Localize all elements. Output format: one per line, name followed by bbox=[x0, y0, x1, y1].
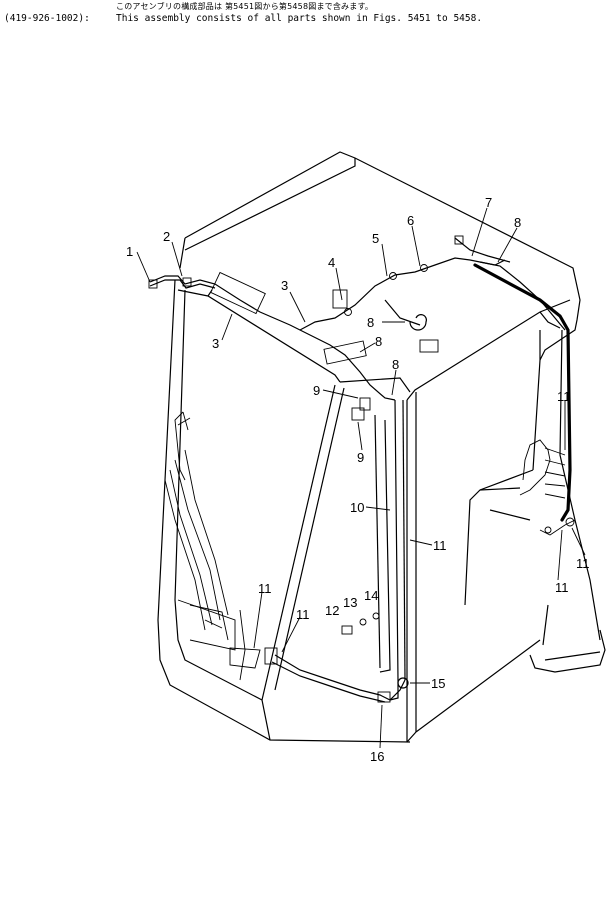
callout-8: 8 bbox=[392, 357, 399, 372]
callout-12: 10 bbox=[350, 500, 364, 515]
callout-3: 1 bbox=[126, 244, 133, 259]
callout-3: 9 bbox=[357, 450, 364, 465]
wire-harness bbox=[149, 237, 576, 703]
callout-4: 8 bbox=[514, 215, 521, 230]
cab-body bbox=[157, 151, 606, 743]
callout-8: 6 bbox=[407, 213, 414, 228]
callout-5: 11 bbox=[555, 580, 569, 595]
callout-11: 3 bbox=[212, 336, 219, 351]
connectors bbox=[148, 235, 575, 703]
callout-15: 14 bbox=[364, 588, 378, 603]
callout-9: 2 bbox=[163, 229, 170, 244]
leader-lines bbox=[136, 207, 586, 749]
part-number: (419-926-1002): bbox=[4, 13, 90, 24]
callout-2: 11 bbox=[258, 581, 272, 596]
wiper-assembly bbox=[164, 411, 261, 681]
callout-13: 12 bbox=[325, 603, 339, 618]
callout-16: 15 bbox=[431, 676, 445, 691]
callout-labels: 1 2 3 3 4 5 6 7 8 8 8 8 9 9 10 11 11 11 … bbox=[126, 195, 590, 764]
callout-8: 4 bbox=[328, 255, 335, 270]
callout-11: 16 bbox=[370, 749, 384, 764]
callout-11: 8 bbox=[375, 334, 382, 349]
callout-11: 5 bbox=[372, 231, 379, 246]
callout-9: 9 bbox=[313, 383, 320, 398]
callout-8: 11 bbox=[296, 607, 310, 622]
callout-7: 11 bbox=[557, 389, 571, 404]
assembly-note: This assembly consists of all parts show… bbox=[116, 13, 483, 24]
callout-11: 8 bbox=[367, 315, 374, 330]
callout-11: 3 bbox=[281, 278, 288, 293]
callout-10: 11 bbox=[576, 556, 590, 571]
callout-14: 13 bbox=[343, 595, 357, 610]
callout-6: 7 bbox=[485, 195, 492, 210]
callout-1: 11 bbox=[433, 538, 447, 553]
japanese-note: このアセンブリの構成部品は 第5451図から第5458図まで含みます。 bbox=[116, 2, 374, 11]
